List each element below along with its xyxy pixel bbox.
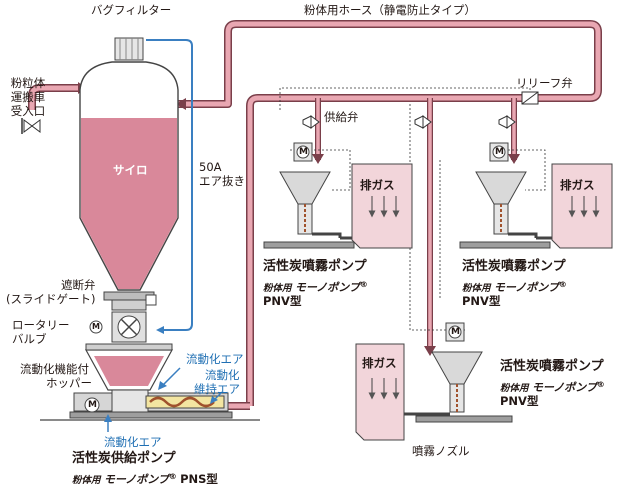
bag-filter-label: バグフィルター xyxy=(91,3,172,17)
motor-icon-3: M xyxy=(451,327,460,337)
pnv-brand-3: 粉体用 モーノポンプ® xyxy=(500,378,605,396)
exhaust-duct-1 xyxy=(351,163,413,249)
rotary-valve-motor-icon xyxy=(89,320,103,334)
silo xyxy=(79,37,179,301)
hopper-label-1: 流動化機能付 xyxy=(20,362,89,376)
supply-valve-label: 供給弁 xyxy=(324,110,359,124)
silo-inlet-arrow xyxy=(176,98,186,110)
exhaust-gas-label-1: 排ガス xyxy=(360,178,395,192)
rotary-valve xyxy=(89,311,147,343)
supply-valves xyxy=(302,115,516,129)
pnv-brand-1: 粉体用 モーノポンプ® xyxy=(263,278,368,296)
pns-brand: 粉体用 モーノポンプ® PNS型 xyxy=(72,470,218,488)
pnv-model-1: PNV型 xyxy=(263,294,302,308)
inlet-valve-symbol xyxy=(21,118,41,134)
relief-valve xyxy=(521,91,539,105)
pns-pump xyxy=(40,367,260,432)
air-vent-label-1: 50A xyxy=(199,160,222,174)
pnv-brand-name-1: モーノポンプ xyxy=(294,281,360,295)
shutoff-valve-label-1: 遮断弁 xyxy=(61,278,96,292)
branch-lines xyxy=(312,98,520,356)
slide-gate xyxy=(111,294,157,311)
pnv-brand-2: 粉体用 モーノポンプ® xyxy=(462,278,567,296)
relief-valve-label: リリーフ弁 xyxy=(516,76,573,90)
exhaust-gas-label-3: 排ガス xyxy=(362,356,397,370)
pnv-brand-prefix-2: 粉体用 xyxy=(462,283,491,295)
pnv-reg-3: ® xyxy=(596,380,605,389)
pnv-brand-prefix-3: 粉体用 xyxy=(500,383,529,395)
motor-icon-1: M xyxy=(299,147,308,157)
silo-powder xyxy=(81,118,177,289)
pns-brand-name: モーノポンプ xyxy=(103,473,169,487)
fluidizing-air-label-top: 流動化エア xyxy=(186,352,244,366)
hose-label: 粉体用ホース（静電防止タイプ） xyxy=(304,3,476,17)
silo-label: サイロ xyxy=(113,163,148,177)
pns-brand-prefix: 粉体用 xyxy=(72,475,101,487)
hopper-label-2: ホッパー xyxy=(46,376,92,390)
truck-inlet-label-3: 受入口 xyxy=(10,104,46,118)
fluidizing-hopper xyxy=(84,343,174,391)
maintain-air-label-1: 流動化 xyxy=(205,368,240,382)
motor-icon-rotary: M xyxy=(92,322,100,331)
truck-inlet-label-1: 粉粒体 xyxy=(10,76,46,90)
pnv-brand-name-2: モーノポンプ xyxy=(493,281,559,295)
pnv-reg-2: ® xyxy=(558,280,567,289)
truck-inlet-label-2: 運搬車 xyxy=(10,90,46,104)
powder-hose xyxy=(176,20,602,410)
rotary-valve-label-1: ロータリー xyxy=(12,318,70,332)
pns-reg: ® xyxy=(168,472,177,481)
exhaust-duct-2 xyxy=(551,163,613,249)
motor-icon-pns: M xyxy=(88,400,97,410)
shutoff-valve-label-2: (スライドゲート) xyxy=(6,292,96,306)
spray-nozzle-label: 噴霧ノズル xyxy=(412,444,470,458)
pnv-model-2: PNV型 xyxy=(462,294,501,308)
rotary-valve-label-2: バルブ xyxy=(12,332,47,346)
fluidizing-air-label-bottom: 流動化エア xyxy=(104,435,162,449)
pnv-model-3: PNV型 xyxy=(500,394,539,408)
exhaust-gas-label-2: 排ガス xyxy=(560,178,595,192)
pns-model: PNS型 xyxy=(180,472,218,487)
air-vent-label-2: エア抜き xyxy=(199,174,245,188)
motor-icon-2: M xyxy=(495,147,504,157)
pnv-title-2: 活性炭噴霧ポンプ xyxy=(462,259,566,274)
maintain-air-label-2: 維持エア xyxy=(194,382,240,396)
pns-title: 活性炭供給ポンプ xyxy=(72,451,176,466)
pnv-brand-name-3: モーノポンプ xyxy=(531,381,597,395)
pnv-title-3: 活性炭噴霧ポンプ xyxy=(500,359,604,374)
bag-filter-box xyxy=(114,37,144,61)
truck-inlet xyxy=(21,82,86,134)
air-vent-line xyxy=(146,39,193,334)
pnv-pump-2 xyxy=(459,142,560,249)
pnv-pump-1 xyxy=(263,142,362,249)
pnv-brand-prefix-1: 粉体用 xyxy=(263,283,292,295)
pnv-title-1: 活性炭噴霧ポンプ xyxy=(263,259,367,274)
pnv-pump-3 xyxy=(396,322,513,423)
pnv-reg-1: ® xyxy=(359,280,368,289)
exhaust-duct-3 xyxy=(355,343,405,441)
